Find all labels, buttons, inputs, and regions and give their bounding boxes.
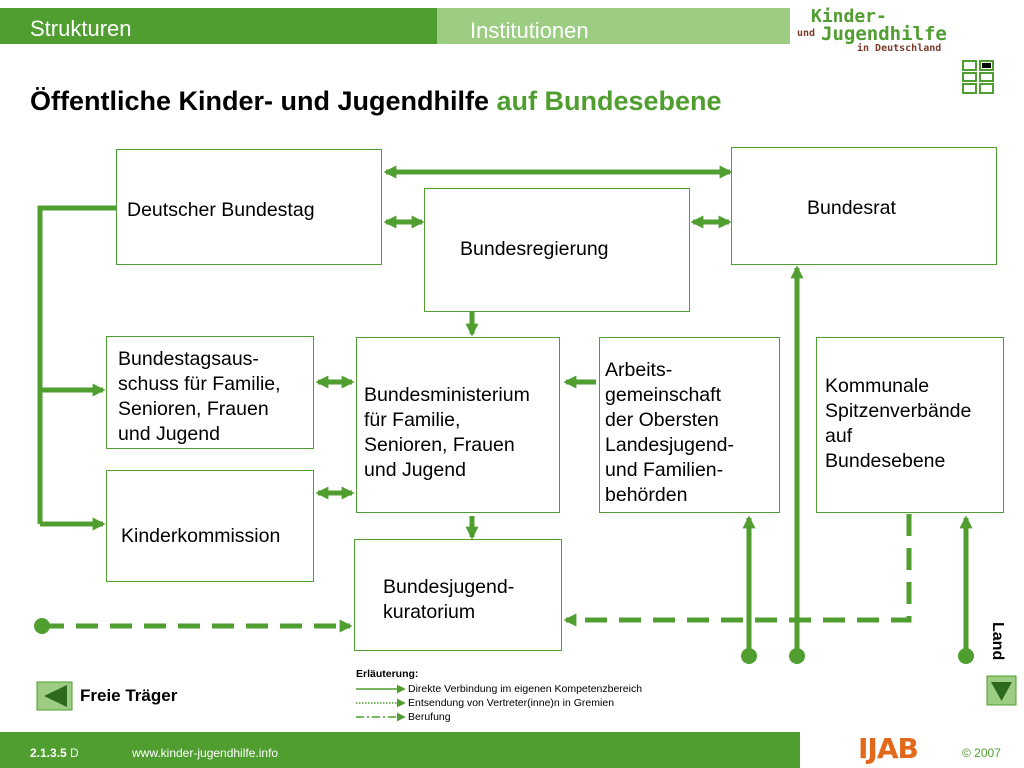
- dashed-kommunale-kuratorium: [563, 514, 912, 627]
- header-bar-institutionen[interactable]: [437, 8, 790, 44]
- kommunale-line: auf: [825, 425, 853, 447]
- triangle-down-icon: [991, 682, 1012, 701]
- footer-slide-code: 2.1.3.5 D: [30, 746, 79, 760]
- footer-bar: [0, 732, 800, 768]
- kommunale-line: Spitzenverbände: [825, 400, 972, 422]
- title-highlight: auf Bundesebene: [496, 86, 722, 116]
- label-arbeitsgemeinschaft: Arbeits- gemeinschaft der Obersten Lande…: [605, 358, 734, 508]
- kuratorium-line: kuratorium: [383, 601, 476, 623]
- arbeitsgemeinschaft-line: der Obersten: [605, 409, 719, 431]
- dot-freie-traeger: [34, 618, 50, 634]
- nav-down-button: [986, 675, 1017, 706]
- dot-land-2: [789, 648, 805, 664]
- kommunale-line: Bundesebene: [825, 450, 946, 472]
- logo-line-3: in Deutschland: [857, 43, 942, 54]
- ministerium-line: und Jugend: [364, 459, 466, 481]
- ministerium-line: für Familie,: [364, 409, 461, 431]
- arbeitsgemeinschaft-line: Landesjugend-: [605, 434, 735, 456]
- label-bundestag: Deutscher Bundestag: [127, 199, 315, 221]
- title-main: Öffentliche Kinder- und Jugendhilfe: [30, 86, 489, 116]
- box-kuratorium: Bundesjugend- kuratorium: [354, 539, 562, 651]
- box-bundesrat: Bundesrat: [731, 147, 997, 265]
- label-bundesregierung: Bundesregierung: [460, 238, 609, 260]
- kuratorium-line: Bundesjugend-: [383, 576, 515, 598]
- dot-land-3: [958, 648, 974, 664]
- box-bundestag: Deutscher Bundestag: [116, 149, 382, 265]
- box-ausschuss: Bundestagsaus- schuss für Familie, Senio…: [106, 336, 314, 449]
- page-title: Öffentliche Kinder- und Jugendhilfe auf …: [30, 86, 722, 117]
- arbeitsgemeinschaft-line: behörden: [605, 484, 688, 506]
- logo-line-1: Kinder-: [811, 6, 887, 27]
- ausschuss-line: Bundestagsaus-: [118, 348, 259, 370]
- kommunale-line: Kommunale: [825, 375, 930, 397]
- label-land: Land: [989, 622, 1006, 660]
- tab-institutionen[interactable]: Institutionen: [470, 18, 589, 43]
- logo-und: und: [797, 28, 816, 39]
- ausschuss-line: schuss für Familie,: [118, 373, 281, 395]
- tab-strukturen[interactable]: Strukturen: [30, 16, 132, 41]
- legend-delegation: Entsendung von Vertreter(inne)n in Gremi…: [408, 697, 615, 709]
- box-ministerium: Bundesministerium für Familie, Senioren,…: [356, 337, 560, 513]
- arbeitsgemeinschaft-line: gemeinschaft: [605, 384, 721, 406]
- header-bar-strukturen[interactable]: [0, 8, 437, 44]
- legend-title: Erläuterung:: [356, 668, 419, 680]
- line-bundestag-bracket: [37, 205, 116, 524]
- arbeitsgemeinschaft-line: Arbeits-: [605, 359, 673, 381]
- label-bundesrat: Bundesrat: [807, 197, 896, 219]
- legend-appointment: Berufung: [408, 711, 451, 723]
- legend-direct: Direkte Verbindung im eigenen Kompetenzb…: [408, 683, 643, 695]
- dot-land-1: [741, 648, 757, 664]
- label-ausschuss: Bundestagsaus- schuss für Familie, Senio…: [118, 347, 281, 447]
- ausschuss-line: Senioren, Frauen: [118, 398, 269, 420]
- ministerium-line: Senioren, Frauen: [364, 434, 515, 456]
- label-kinderkommission: Kinderkommission: [121, 525, 281, 547]
- slide-code-number: 2.1.3.5: [30, 746, 67, 760]
- label-ministerium: Bundesministerium für Familie, Senioren,…: [364, 383, 530, 483]
- arbeitsgemeinschaft-line: und Familien-: [605, 459, 724, 481]
- land-text: Land: [989, 622, 1006, 660]
- label-kommunale: Kommunale Spitzenverbände auf Bundeseben…: [825, 374, 971, 474]
- triangle-left-icon: [44, 685, 67, 707]
- box-arbeitsgemeinschaft: Arbeits- gemeinschaft der Obersten Lande…: [599, 337, 780, 513]
- footer-copyright: © 2007: [962, 746, 1001, 760]
- ministerium-line: Bundesministerium: [364, 384, 530, 406]
- label-freie-traeger: Freie Träger: [80, 686, 178, 705]
- box-bundesregierung: Bundesregierung: [424, 188, 690, 312]
- kinder-jugendhilfe-logo: Kinder- und Jugendhilfe in Deutschland: [795, 4, 961, 54]
- grid-menu-icon[interactable]: [962, 60, 994, 94]
- label-kuratorium: Bundesjugend- kuratorium: [383, 575, 514, 625]
- box-kommunale: Kommunale Spitzenverbände auf Bundeseben…: [816, 337, 1004, 513]
- slide-code-suffix: D: [66, 746, 79, 760]
- logo-line-2: Jugendhilfe: [821, 23, 947, 45]
- box-kinderkommission: Kinderkommission: [106, 470, 314, 582]
- ijab-logo: IJAB: [858, 732, 919, 765]
- footer-url-link[interactable]: www.kinder-jugendhilfe.info: [132, 746, 279, 760]
- ausschuss-line: und Jugend: [118, 423, 220, 445]
